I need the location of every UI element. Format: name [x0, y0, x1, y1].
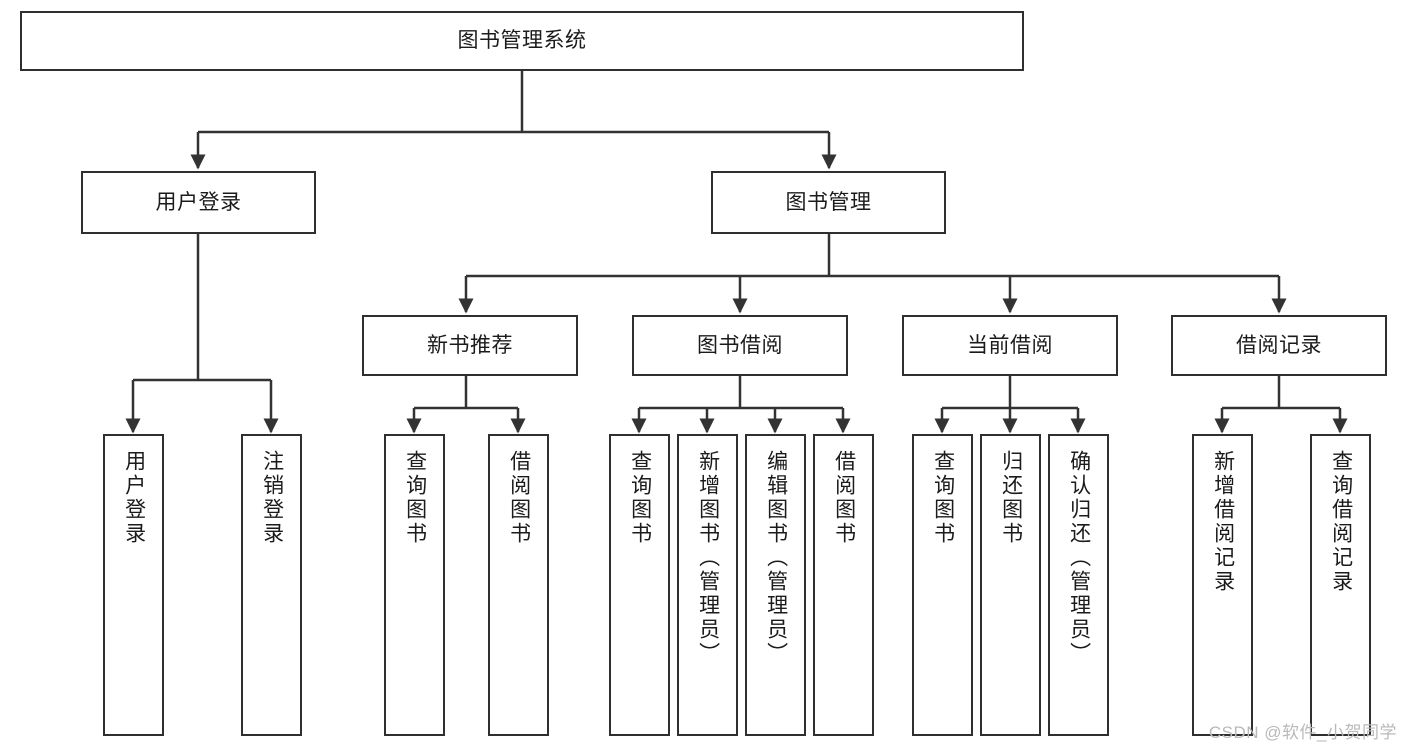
leaf-edit-book-label: 编辑图书（管理员）	[764, 450, 788, 666]
leaf-confirm-return-label: 确认归还（管理员）	[1067, 450, 1091, 666]
node-user-login[interactable]: 用户登录	[81, 171, 316, 234]
node-user-login-label: 用户登录	[155, 190, 242, 214]
leaf-edit-book[interactable]: 编辑图书（管理员）	[745, 434, 806, 736]
leaf-confirm-return[interactable]: 确认归还（管理员）	[1048, 434, 1109, 736]
node-new-book-rec-label: 新书推荐	[427, 333, 513, 357]
csdn-watermark: CSDN @软件_小贺同学	[1208, 723, 1397, 742]
leaf-logout[interactable]: 注销登录	[241, 434, 302, 736]
node-borrow-record[interactable]: 借阅记录	[1171, 315, 1387, 376]
leaf-query-book-3[interactable]: 查询图书	[912, 434, 973, 736]
node-book-borrow[interactable]: 图书借阅	[632, 315, 848, 376]
leaf-query-book-1[interactable]: 查询图书	[384, 434, 445, 736]
leaf-query-book-3-label: 查询图书	[931, 450, 955, 546]
leaf-add-record[interactable]: 新增借阅记录	[1192, 434, 1253, 736]
leaf-query-book-2[interactable]: 查询图书	[609, 434, 670, 736]
leaf-user-login-label: 用户登录	[122, 450, 146, 546]
node-book-manage[interactable]: 图书管理	[711, 171, 946, 234]
node-current-borrow-label: 当前借阅	[967, 333, 1053, 357]
node-root-label: 图书管理系统	[457, 29, 587, 53]
leaf-query-book-1-label: 查询图书	[403, 450, 427, 546]
leaf-query-book-2-label: 查询图书	[628, 450, 652, 546]
leaf-logout-label: 注销登录	[260, 450, 284, 546]
node-borrow-record-label: 借阅记录	[1236, 333, 1322, 357]
leaf-add-book[interactable]: 新增图书（管理员）	[677, 434, 738, 736]
node-root[interactable]: 图书管理系统	[20, 11, 1024, 71]
node-book-manage-label: 图书管理	[785, 190, 872, 214]
leaf-borrow-book-2[interactable]: 借阅图书	[813, 434, 874, 736]
node-book-borrow-label: 图书借阅	[697, 333, 783, 357]
node-current-borrow[interactable]: 当前借阅	[902, 315, 1118, 376]
leaf-add-record-label: 新增借阅记录	[1211, 450, 1235, 594]
leaf-user-login[interactable]: 用户登录	[103, 434, 164, 736]
leaf-query-record-label: 查询借阅记录	[1329, 450, 1353, 594]
leaf-borrow-book-2-label: 借阅图书	[832, 450, 856, 546]
leaf-query-record[interactable]: 查询借阅记录	[1310, 434, 1371, 736]
leaf-add-book-label: 新增图书（管理员）	[696, 450, 720, 666]
leaf-borrow-book-1[interactable]: 借阅图书	[488, 434, 549, 736]
leaf-return-book-label: 归还图书	[999, 450, 1023, 546]
node-new-book-rec[interactable]: 新书推荐	[362, 315, 578, 376]
leaf-return-book[interactable]: 归还图书	[980, 434, 1041, 736]
leaf-borrow-book-1-label: 借阅图书	[507, 450, 531, 546]
